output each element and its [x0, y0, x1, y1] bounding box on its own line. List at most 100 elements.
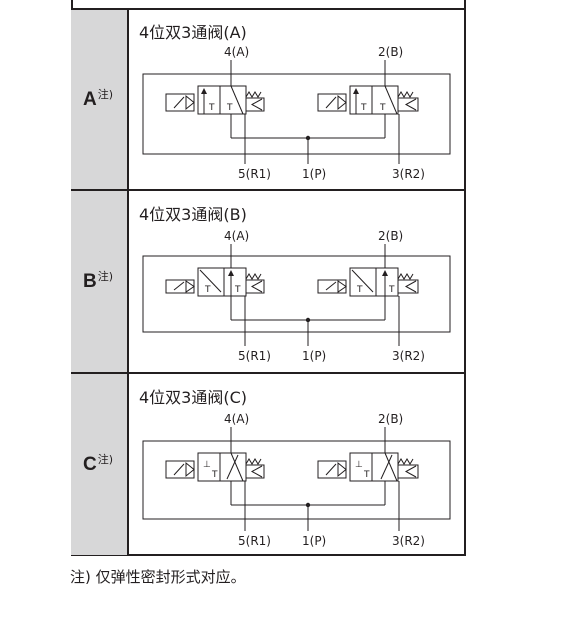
valve-title: 4位双3通阀(C)	[139, 388, 248, 407]
port-label-r2: 3(R2)	[392, 534, 425, 548]
solenoid-slash	[173, 96, 185, 109]
blocked-port-icon: T	[204, 285, 211, 295]
spring-cap	[245, 464, 265, 479]
junction-dot	[305, 135, 311, 141]
row-divider	[71, 372, 466, 374]
valve-symbol-diagram: 4(A) 2(B) 5(R1) 1(P) 3(R2) ⊥ T ⊥ T	[142, 412, 451, 548]
spring-cap	[397, 97, 419, 112]
spring-icon	[397, 458, 414, 465]
flow-diagonal	[351, 269, 374, 293]
port-label-b: 2(B)	[378, 412, 403, 426]
row-label: C注)	[83, 453, 129, 476]
spring-chevron	[404, 280, 417, 293]
junction-dot	[305, 502, 311, 508]
solenoid-slash	[325, 463, 337, 476]
valve-right: T T	[317, 85, 419, 115]
junction-dot	[305, 317, 311, 323]
spring-cap	[397, 279, 419, 294]
spring-icon	[397, 91, 414, 98]
row-divider	[71, 8, 466, 10]
valve-symbol-diagram: 4(A) 2(B) 5(R1) 1(P) 3(R2) T T T	[142, 45, 451, 181]
flow-diagonal	[384, 85, 398, 115]
row-label: A注)	[83, 88, 129, 111]
flow-diagonal	[230, 85, 244, 115]
arrow-head	[353, 88, 359, 94]
solenoid-slash	[173, 463, 185, 476]
valve-right: ⊥ T	[317, 452, 419, 482]
flow-diagonal	[380, 454, 393, 480]
footnote: 注) 仅弹性密封形式对应。	[70, 568, 246, 586]
spring-chevron	[404, 465, 417, 478]
blocked-port-icon: T	[379, 103, 386, 113]
spring-icon	[245, 458, 262, 465]
manifold-outline	[142, 440, 451, 520]
spring-chevron	[250, 98, 263, 111]
blocked-port-icon: ⊥	[355, 460, 363, 470]
blocked-port-icon: T	[208, 103, 215, 113]
port-label-p: 1(P)	[302, 349, 326, 363]
port-label-b: 2(B)	[378, 229, 403, 243]
arrow-head	[228, 270, 234, 276]
blocked-port-icon: T	[363, 470, 370, 480]
blocked-port-icon: T	[234, 285, 241, 295]
valve-title: 4位双3通阀(B)	[139, 205, 247, 224]
spring-icon	[245, 91, 262, 98]
port-label-r2: 3(R2)	[392, 349, 425, 363]
row-letter: B	[83, 271, 97, 292]
flow-diagonal	[384, 452, 398, 482]
valve-box	[371, 85, 399, 115]
operator-triangle-icon	[185, 94, 195, 111]
port-label-b: 2(B)	[378, 45, 403, 59]
spring-chevron	[404, 98, 417, 111]
spring-cap	[245, 97, 265, 112]
table-row-c: C注) 4位双3通阀(C)	[71, 374, 466, 555]
valve-box	[375, 267, 399, 297]
operator-triangle-icon	[337, 94, 347, 111]
valve-title: 4位双3通阀(A)	[139, 23, 247, 42]
spring-chevron	[250, 465, 263, 478]
spring-icon	[397, 273, 414, 280]
manifold-outline	[142, 73, 451, 155]
spring-cap	[397, 464, 419, 479]
port-label-p: 1(P)	[302, 534, 326, 548]
spring-chevron	[250, 280, 263, 293]
manifold-outline	[142, 255, 451, 333]
flow-diagonal	[226, 454, 239, 480]
port-label-r1: 5(R1)	[238, 167, 271, 181]
row-label-cell: B注)	[71, 191, 129, 373]
operator-triangle-icon	[337, 461, 347, 478]
operator-triangle-icon	[185, 280, 195, 293]
valve-symbol-diagram: 4(A) 2(B) 5(R1) 1(P) 3(R2) T T T T	[142, 229, 451, 363]
flow-diagonal	[230, 452, 244, 482]
port-label-a: 4(A)	[224, 45, 249, 59]
operator-triangle-icon	[185, 461, 195, 478]
valve-box	[371, 452, 399, 482]
row-note-mark: 注)	[97, 453, 114, 466]
port-label-a: 4(A)	[224, 229, 249, 243]
port-label-r2: 3(R2)	[392, 167, 425, 181]
spring-icon	[245, 273, 262, 280]
blocked-port-icon: T	[211, 470, 218, 480]
blocked-port-icon: ⊥	[203, 460, 211, 470]
port-label-r1: 5(R1)	[238, 534, 271, 548]
flow-diagonal	[199, 269, 222, 293]
row-label-cell: A注)	[71, 9, 129, 190]
blocked-port-icon: T	[226, 103, 233, 113]
valve-right: T T	[317, 267, 419, 297]
valve-left: T T	[165, 267, 265, 297]
valve-left: T T	[165, 85, 265, 115]
solenoid-slash	[325, 96, 337, 109]
solenoid-slash	[325, 281, 337, 291]
row-note-mark: 注)	[97, 88, 114, 101]
row-divider	[71, 189, 466, 191]
solenoid-slash	[173, 281, 185, 291]
row-label: B注)	[83, 270, 129, 293]
arrow-head	[382, 270, 388, 276]
port-label-a: 4(A)	[224, 412, 249, 426]
table-row-a: A注) 4位双3通阀(A)	[71, 9, 466, 190]
blocked-port-icon: T	[360, 103, 367, 113]
valve-left: ⊥ T	[165, 452, 265, 482]
blocked-port-icon: T	[388, 285, 395, 295]
operator-triangle-icon	[337, 280, 347, 293]
port-label-p: 1(P)	[302, 167, 326, 181]
